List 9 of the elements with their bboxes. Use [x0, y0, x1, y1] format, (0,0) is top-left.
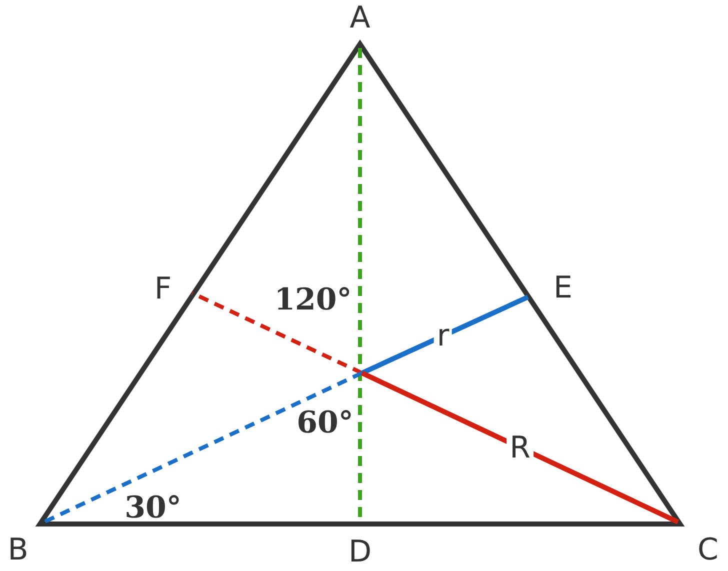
angle-label: 120° — [274, 282, 352, 318]
point-label: E — [554, 270, 572, 306]
point-label: A — [350, 0, 370, 36]
point-label: B — [8, 532, 28, 568]
point-label: F — [154, 272, 172, 306]
point-label: C — [698, 532, 718, 568]
angle-label: 60° — [296, 406, 354, 440]
angle-label: 30° — [124, 490, 182, 526]
point-label: D — [348, 534, 372, 570]
